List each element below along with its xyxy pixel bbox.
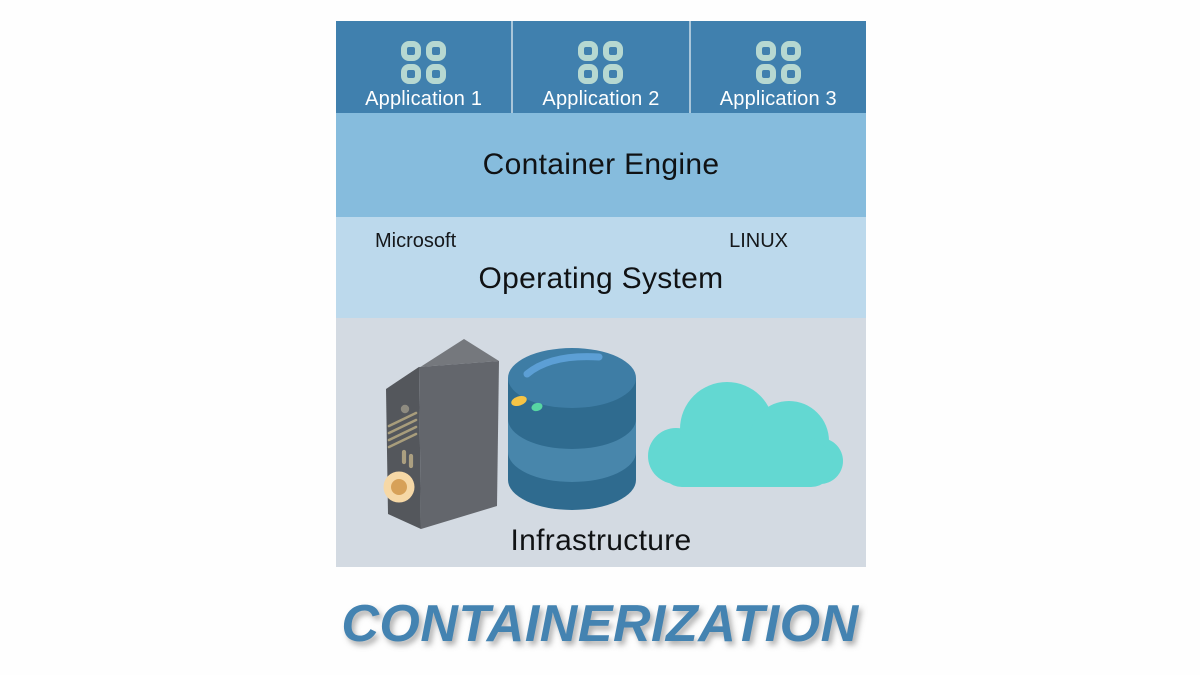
containerization-stack-diagram: Application 1 Application 2 Application … [336, 21, 866, 567]
application-label: Application 3 [719, 88, 837, 110]
container-engine-label: Container Engine [482, 148, 720, 181]
database-icon [508, 348, 636, 510]
diagram-title: CONTAINERIZATION [341, 595, 859, 653]
app-grid-icon [578, 41, 624, 84]
cloud-icon [648, 382, 843, 487]
app-grid-tile [401, 64, 422, 84]
infrastructure-label: Infrastructure [510, 524, 692, 557]
app-grid-tile [780, 41, 801, 61]
app-grid-icon [401, 41, 447, 84]
operating-system-label: Operating System [478, 262, 724, 295]
app-grid-tile [578, 41, 599, 61]
application-2-box: Application 2 [511, 21, 688, 113]
os-vendors: Microsoft LINUX [336, 230, 866, 253]
app-grid-tile [426, 64, 447, 84]
app-grid-tile [603, 64, 624, 84]
infrastructure-icons [383, 339, 843, 529]
app-grid-tile [426, 41, 447, 61]
app-grid-tile [578, 64, 599, 84]
applications-row: Application 1 Application 2 Application … [336, 21, 866, 113]
microsoft-label: Microsoft [375, 230, 457, 252]
app-grid-tile [603, 41, 624, 61]
app-grid-tile [755, 41, 776, 61]
app-grid-tile [755, 64, 776, 84]
application-label: Application 2 [542, 88, 660, 110]
infrastructure-row: Infrastructure [336, 318, 866, 567]
operating-system-row: Microsoft LINUX Operating System [336, 217, 866, 318]
application-3-box: Application 3 [688, 21, 866, 113]
container-engine-row: Container Engine [336, 113, 866, 217]
app-grid-icon [755, 41, 801, 84]
app-grid-tile [780, 64, 801, 84]
app-grid-tile [401, 41, 422, 61]
application-label: Application 1 [365, 88, 483, 110]
linux-label: LINUX [729, 230, 788, 252]
application-1-box: Application 1 [336, 21, 511, 113]
server-tower-icon [383, 339, 499, 529]
